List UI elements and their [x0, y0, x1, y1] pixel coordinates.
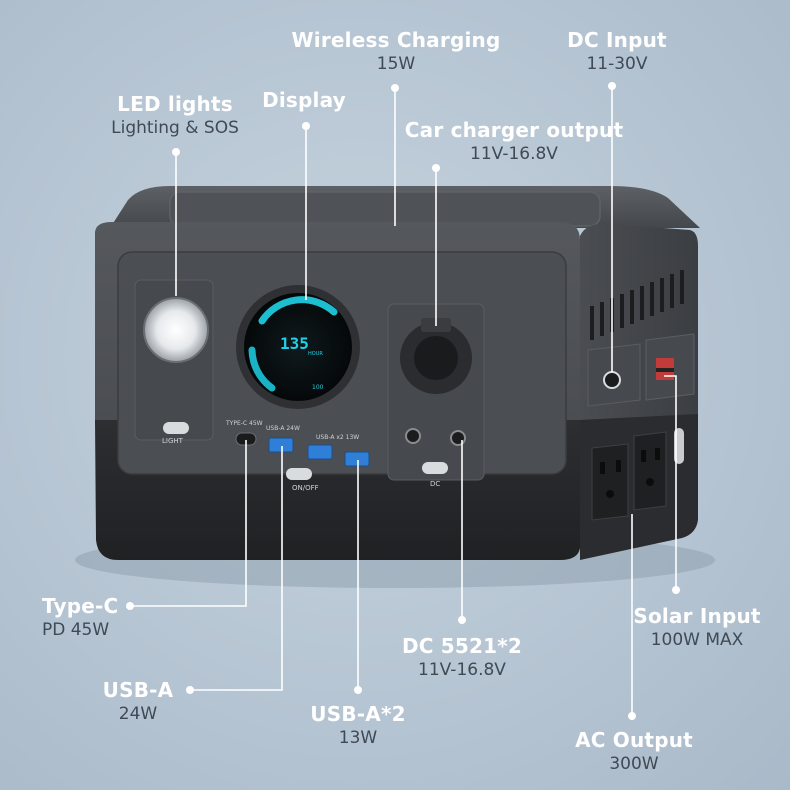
display-title: Display [262, 88, 346, 112]
dc-input-sub: 11-30V [586, 54, 648, 74]
ac-sub: 300W [609, 754, 659, 774]
wireless-sub: 15W [376, 54, 416, 74]
onoff-label: ON/OFF [292, 484, 319, 492]
callout-display: Display [262, 88, 346, 112]
ac-outlet-1 [591, 443, 629, 521]
solar-title: Solar Input [633, 604, 761, 628]
power-button[interactable] [286, 468, 312, 480]
car-title: Car charger output [404, 118, 624, 142]
wireless-title: Wireless Charging [291, 28, 501, 52]
callout-car: Car charger output 11V-16.8V [405, 118, 623, 164]
led-light [144, 298, 208, 362]
usb-a-sub: 24W [118, 704, 158, 724]
callout-type-c: Type-C PD 45W [42, 594, 118, 640]
light-label: LIGHT [162, 437, 183, 445]
callout-dc-input: DC Input 11-30V [567, 28, 667, 74]
dc5521-title: DC 5521*2 [401, 634, 523, 658]
dc-port-label: DC [430, 480, 441, 488]
usb-a2-sub: 13W [338, 728, 378, 748]
usb-a-13w-port-2 [344, 451, 370, 467]
dc5521-sub: 11V-16.8V [418, 660, 506, 680]
display-value: 135 [280, 334, 309, 353]
car-sub: 11V-16.8V [470, 144, 558, 164]
usb-a-title: USB-A [102, 678, 174, 702]
dc-button[interactable] [422, 462, 448, 474]
display-percent: 100 [312, 384, 324, 391]
ac-outlet-2 [633, 431, 667, 511]
callout-led: LED lights Lighting & SOS [111, 92, 239, 138]
usb-a-13w-port-1 [307, 444, 333, 460]
callout-solar: Solar Input 100W MAX [633, 604, 760, 650]
light-button[interactable] [163, 422, 189, 434]
callout-dots [126, 82, 680, 720]
led-title: LED lights [117, 92, 233, 116]
type-c-title: Type-C [42, 594, 119, 618]
callout-usb-a2: USB-A*2 13W [310, 702, 405, 748]
solar-sub: 100W MAX [650, 630, 744, 650]
usb-a2-title: USB-A*2 [310, 702, 406, 726]
usba24-label: USB-A 24W [266, 425, 300, 432]
led-sub: Lighting & SOS [111, 118, 239, 138]
dc5521-port-2 [450, 430, 466, 446]
usb-a-24w-port [268, 437, 294, 453]
callout-wireless: Wireless Charging 15W [292, 28, 501, 74]
callout-dc5521: DC 5521*2 11V-16.8V [402, 634, 522, 680]
display [244, 293, 352, 401]
typec-label: TYPE-C 45W [226, 420, 263, 427]
ac-title: AC Output [575, 728, 693, 752]
dc5521-port-1 [405, 428, 421, 444]
callout-usb-a: USB-A 24W [103, 678, 174, 724]
callout-lines [130, 86, 677, 716]
type-c-sub: PD 45W [42, 620, 110, 640]
callout-ac: AC Output 300W [575, 728, 693, 774]
wireless-pad [169, 191, 601, 227]
dc-input-title: DC Input [567, 28, 667, 52]
usba13-label: USB-A x2 13W [316, 434, 360, 441]
dc-input-port [603, 371, 621, 389]
display-unit: HOUR [308, 351, 323, 357]
